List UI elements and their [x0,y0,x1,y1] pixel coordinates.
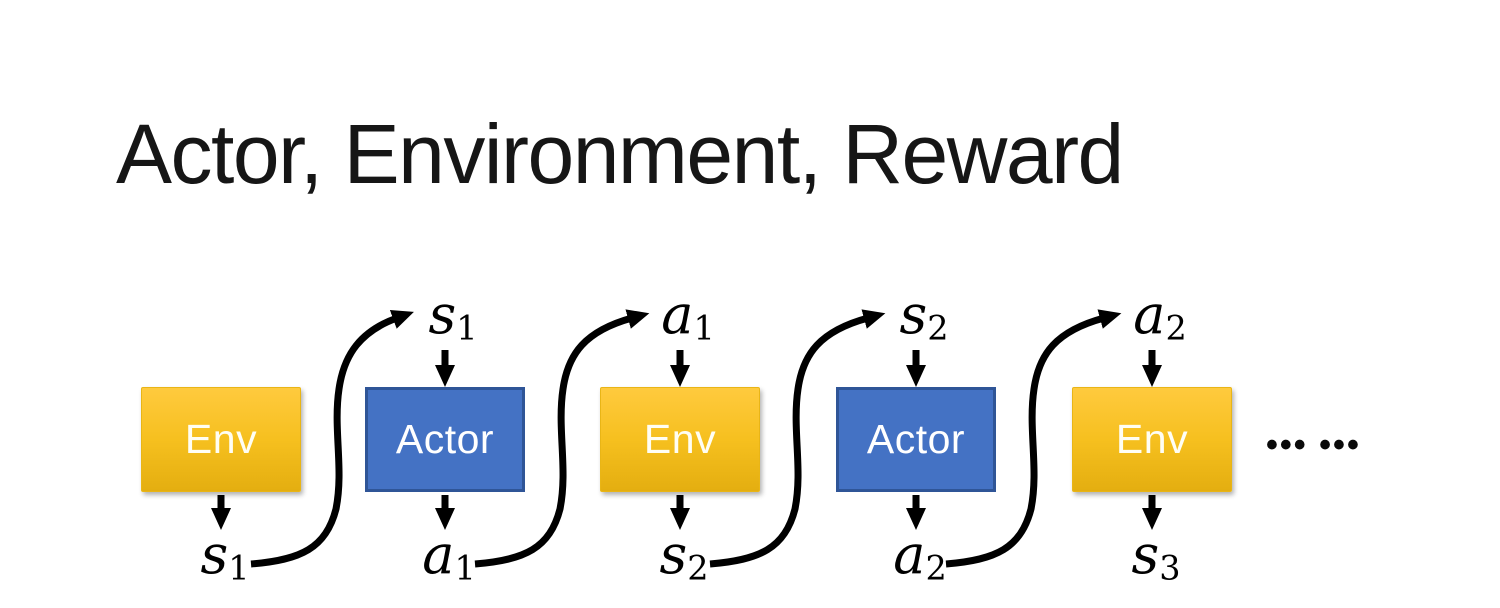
symbol-base: a [661,283,694,346]
top-label-a1: a1 [661,288,715,345]
symbol-base: s [200,523,229,586]
top-label-a2: a2 [1133,288,1187,345]
symbol-subscript: 2 [687,548,709,588]
symbol-subscript: 1 [454,548,476,588]
env-box: Env [600,387,760,492]
symbol-subscript: 1 [456,308,478,348]
top-label-s2: s2 [899,288,948,345]
bottom-label-a1: a1 [422,528,476,585]
env-box: Env [1072,387,1232,492]
symbol-base: s [428,283,457,346]
actor-box: Actor [365,387,525,492]
bottom-label-a2: a2 [893,528,947,585]
symbol-base: s [659,523,688,586]
symbol-subscript: 2 [927,308,949,348]
symbol-subscript: 2 [1165,308,1187,348]
symbol-base: a [1133,283,1166,346]
symbol-subscript: 3 [1159,548,1181,588]
symbol-subscript: 1 [693,308,715,348]
bottom-label-s1: s1 [200,528,249,585]
bottom-label-s2: s2 [659,528,708,585]
symbol-base: a [893,523,926,586]
env-box: Env [141,387,301,492]
symbol-subscript: 1 [228,548,250,588]
top-label-s1: s1 [428,288,477,345]
bottom-label-s3: s3 [1131,528,1180,585]
box-label: Env [643,416,717,462]
page-title: Actor, Environment, Reward [116,107,1124,201]
box-label: Actor [395,416,495,462]
symbol-base: a [422,523,455,586]
continuation-ellipsis: ••• ••• [1266,426,1361,464]
box-label: Env [1115,416,1189,462]
symbol-subscript: 2 [925,548,947,588]
symbol-base: s [899,283,928,346]
box-label: Env [184,416,258,462]
box-label: Actor [866,416,966,462]
symbol-base: s [1131,523,1160,586]
actor-box: Actor [836,387,996,492]
